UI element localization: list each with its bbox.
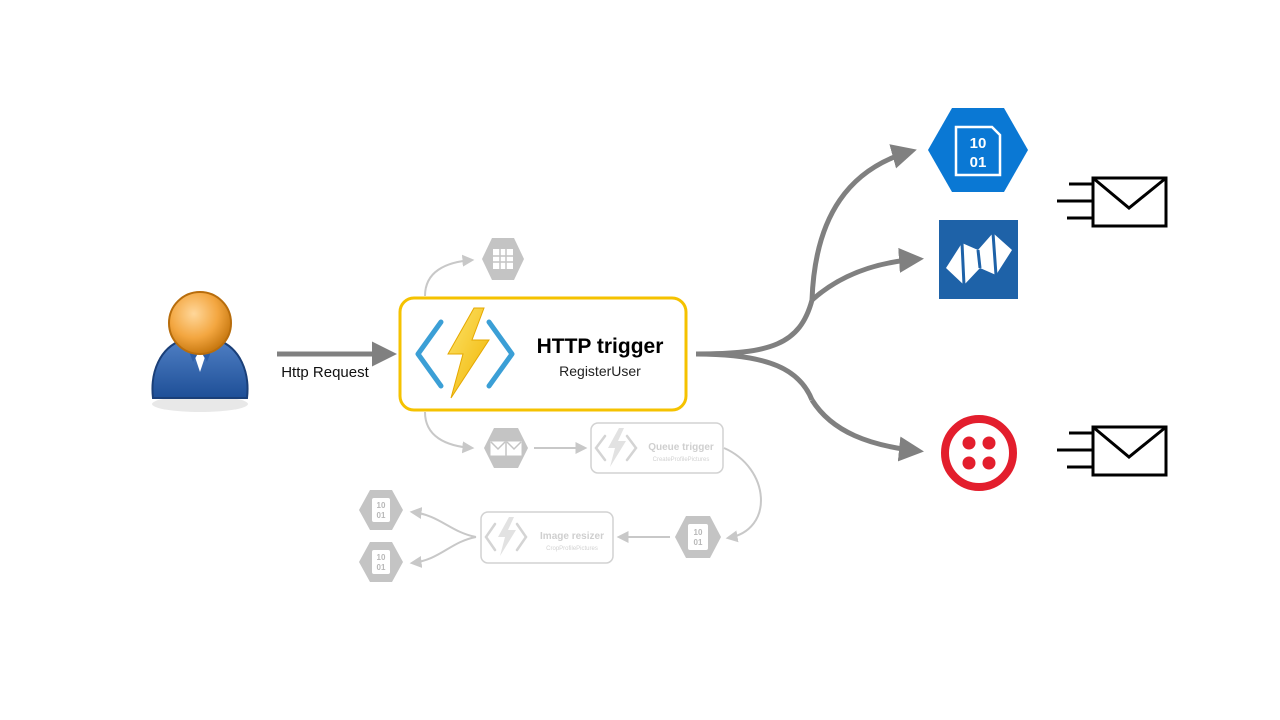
sendgrid-icon: [939, 220, 1018, 299]
blob-storage-icon: 10 01: [675, 516, 721, 558]
blob-storage-icon: 10 01: [359, 490, 403, 530]
image-resizer-subtitle: CropProfilePictures: [546, 546, 598, 552]
blob-storage-icon: 10 01: [928, 108, 1028, 192]
queue-trigger-title: Queue trigger: [648, 442, 714, 453]
function-title: HTTP trigger: [537, 335, 664, 358]
blob-binary-text: 01: [694, 538, 703, 547]
table-storage-icon: [482, 238, 524, 280]
image-resizer-function: Image resizer CropProfilePictures: [480, 511, 614, 564]
blob-binary-text: 10: [377, 553, 386, 562]
blob-storage-icon: 10 01: [359, 542, 403, 582]
blob-binary-text: 10: [377, 501, 386, 510]
twilio-icon: [941, 415, 1017, 491]
queue-trigger-subtitle: CreateProfilePictures: [653, 457, 710, 463]
queue-storage-icon: [484, 428, 528, 468]
queue-trigger-function: Queue trigger CreateProfilePictures: [590, 422, 724, 474]
blob-binary-text: 10: [970, 135, 987, 152]
image-resizer-title: Image resizer: [540, 531, 604, 542]
email-icon: [1057, 176, 1168, 228]
blob-binary-text: 01: [377, 563, 386, 572]
http-request-label: Http Request: [281, 364, 369, 381]
blob-binary-text: 01: [970, 154, 987, 171]
user-avatar-icon: [151, 291, 249, 412]
function-subtitle: RegisterUser: [559, 363, 641, 379]
blob-binary-text: 01: [377, 511, 386, 520]
output-arrows: [695, 144, 924, 462]
blob-binary-text: 10: [694, 528, 703, 537]
email-icon: [1057, 425, 1168, 477]
http-trigger-function: HTTP trigger RegisterUser: [398, 296, 688, 412]
faded-pipeline: Queue trigger CreateProfilePictures 10 0…: [359, 238, 762, 582]
azure-function-bolt-icon: [415, 307, 515, 399]
